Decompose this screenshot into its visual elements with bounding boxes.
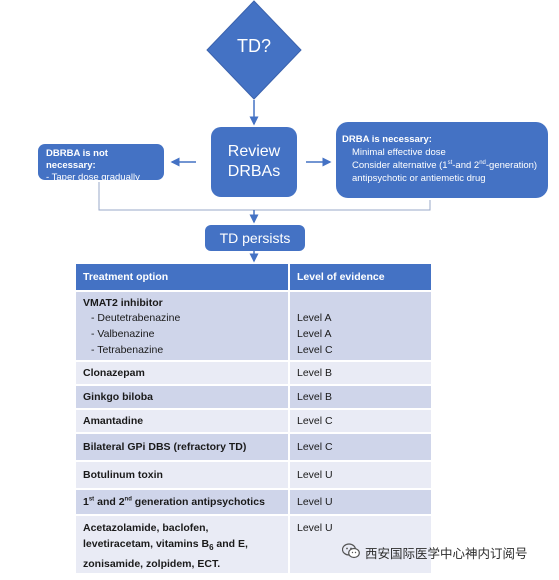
other-drugs-cell: Acetazolamide, baclofen, levetiracetam, …: [76, 514, 290, 573]
treatment-option-header: Treatment option: [76, 264, 290, 291]
td-decision-diamond: TD?: [206, 0, 302, 100]
other-drugs-line3: zonisamide, zolpidem, ECT.: [83, 558, 221, 571]
merge-line: [98, 182, 431, 211]
drug-valbenazine: - Valbenazine: [91, 328, 155, 340]
table-row: 1st and 2nd generation antipsychotics Le…: [76, 488, 433, 515]
review-line1: Review: [227, 143, 281, 160]
table-row: Ginkgo biloba Level B: [76, 384, 433, 409]
review-line2: DRBAs: [227, 163, 281, 180]
minimal-dose-line: Minimal effective dose: [352, 147, 446, 158]
option-cell: Ginkgo biloba: [76, 384, 290, 409]
antipsychotics-cell: 1st and 2nd generation antipsychotics: [76, 488, 290, 515]
option-cell: Botulinum toxin: [76, 460, 290, 489]
other-drugs-line1: Acetazolamide, baclofen,: [83, 522, 209, 534]
td-persists-box: TD persists: [205, 225, 305, 251]
option-cell: Clonazepam: [76, 360, 290, 385]
table-header-row: Treatment option Level of evidence: [76, 264, 433, 291]
drug-deutetrabenazine: - Deutetrabenazine: [91, 312, 181, 324]
table-row: Bilateral GPi DBS (refractory TD) Level …: [76, 432, 433, 461]
drba-not-necessary-title: DBRBA is not necessary:: [46, 148, 108, 171]
level-cell: Level C: [289, 408, 433, 433]
drba-not-necessary-box: DBRBA is not necessary: - Taper dose gra…: [38, 144, 164, 183]
level-deutetrabenazine: Level A: [297, 312, 332, 324]
table-row: VMAT2 inhibitor - Deutetrabenazine - Val…: [76, 290, 433, 361]
level-cell: Level C: [289, 432, 433, 461]
level-cell: Level B: [289, 360, 433, 385]
watermark-text: 西安国际医学中心神内订阅号: [365, 546, 528, 561]
drug-tetrabenazine: - Tetrabenazine: [91, 344, 164, 356]
vmat2-levels-cell: Level A Level A Level C: [289, 290, 433, 361]
table-row: Acetazolamide, baclofen, levetiracetam, …: [76, 514, 433, 573]
table-row: Botulinum toxin Level U: [76, 460, 433, 489]
level-valbenazine: Level A: [297, 328, 332, 340]
table-row: Clonazepam Level B: [76, 360, 433, 385]
table-row: Amantadine Level C: [76, 408, 433, 433]
antipsychotic-line: antipsychotic or antiemetic drug: [352, 173, 486, 184]
taper-dose-item: - Taper dose gradually: [46, 172, 140, 183]
level-tetrabenazine: Level C: [297, 344, 333, 356]
drba-necessary-title: DRBA is necessary:: [342, 134, 432, 145]
treatment-evidence-table: Treatment option Level of evidence VMAT2…: [76, 264, 433, 573]
consider-alternative-line: Consider alternative (1st-and 2nd-genera…: [352, 159, 538, 171]
level-cell: Level U: [289, 488, 433, 515]
vmat2-cell: VMAT2 inhibitor - Deutetrabenazine - Val…: [76, 290, 290, 361]
level-cell: Level U: [289, 514, 433, 573]
review-drbas-box: Review DRBAs: [211, 127, 297, 197]
wechat-watermark: 西安国际医学中心神内订阅号: [341, 541, 528, 563]
option-cell: Bilateral GPi DBS (refractory TD): [76, 432, 290, 461]
other-drugs-line2: levetiracetam, vitamins B6 and E,: [83, 538, 248, 553]
option-cell: Amantadine: [76, 408, 290, 433]
level-cell: Level U: [289, 460, 433, 489]
td-persists-label: TD persists: [219, 230, 291, 246]
level-of-evidence-header: Level of evidence: [289, 264, 433, 291]
vmat2-title: VMAT2 inhibitor: [83, 297, 163, 309]
drba-necessary-box: DRBA is necessary: Minimal effective dos…: [336, 122, 548, 198]
level-cell: Level B: [289, 384, 433, 409]
wechat-icon: [341, 542, 360, 562]
td-decision-label: TD?: [236, 36, 271, 56]
